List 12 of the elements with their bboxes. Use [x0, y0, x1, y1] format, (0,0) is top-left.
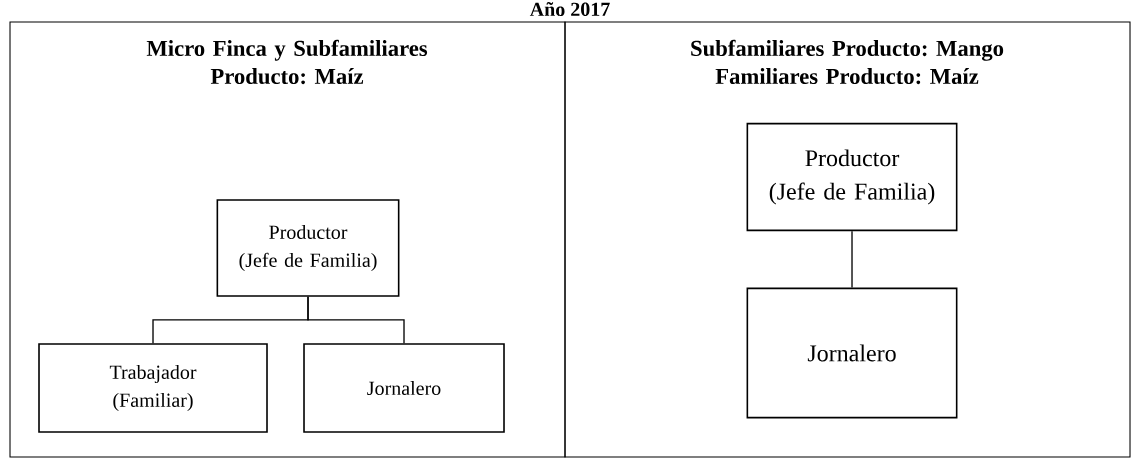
role-box: Jornalero: [303, 343, 505, 433]
panel-heading: Subfamiliares Producto: Mango Familiares Producto: Maíz: [691, 39, 1004, 85]
panel: [564, 21, 1131, 458]
panel-heading: Micro Finca y Subfamiliares Producto: Maíz: [146, 39, 428, 85]
role-box: Jornalero: [746, 287, 958, 419]
role-box: Productor (Jefe de Familia): [746, 122, 958, 232]
connector-line: [851, 230, 853, 289]
panel: [9, 21, 566, 458]
role-box: Trabajador (Familiar): [38, 343, 268, 433]
connector-line: [307, 296, 405, 344]
role-box: Productor (Jefe de Familia): [216, 199, 400, 297]
title: Año 2017: [529, 1, 610, 17]
